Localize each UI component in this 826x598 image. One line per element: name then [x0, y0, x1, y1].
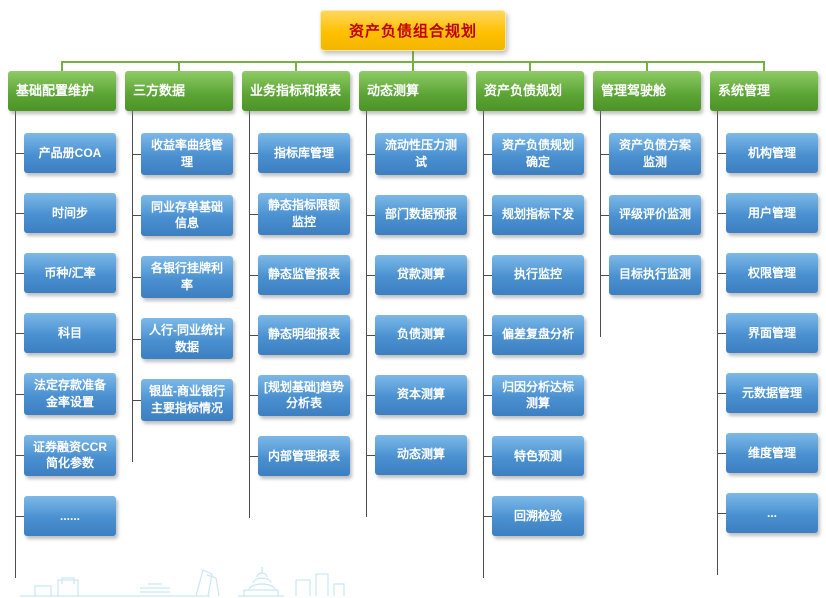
category-node: 资产负债规划 — [476, 71, 584, 111]
module-node: 部门数据预报 — [366, 194, 467, 235]
module-node: 维度管理 — [717, 433, 818, 473]
column-3: 业务指标和报表指标库管理静态指标限额监控静态监管报表静态明细报表 [规划基础]趋势… — [242, 71, 350, 518]
module-node: 指标库管理 — [249, 133, 350, 173]
column-connector-line — [717, 111, 718, 575]
module-node: 各银行挂牌利率 — [132, 256, 233, 298]
module-node: 偏差复盘分析 — [483, 314, 584, 355]
module-node: 目标执行监测 — [600, 254, 701, 295]
module-node: 产品册COA — [15, 133, 116, 173]
column-children: 资产负债方案监测评级评价监测目标执行监测 — [600, 133, 701, 295]
column-children: 指标库管理静态指标限额监控静态监管报表静态明细报表 [规划基础]趋势分析表内部管理… — [249, 133, 350, 477]
module-node: 时间步 — [15, 193, 116, 233]
module-node: 动态测算 — [366, 434, 467, 475]
module-node: 币种/汇率 — [15, 253, 116, 293]
module-node: ... — [717, 493, 818, 533]
column-5: 资产负债规划资产负债规划确定规划指标下发执行监控偏差复盘分析归因分析达标测算特色… — [476, 71, 584, 578]
column-connector-line — [15, 111, 16, 578]
column-children: 收益率曲线管理同业存单基础信息各银行挂牌利率人行-同业统计数据银监-商业银行主要… — [132, 133, 233, 421]
connector-line — [178, 61, 180, 71]
module-node: 银监-商业银行主要指标情况 — [132, 379, 233, 421]
column-children: 资产负债规划确定规划指标下发执行监控偏差复盘分析归因分析达标测算特色预测回溯检验 — [483, 133, 584, 537]
module-node: 证券融资CCR简化参数 — [15, 434, 116, 477]
column-connector-line — [600, 111, 601, 337]
module-node: 权限管理 — [717, 253, 818, 293]
module-node: 流动性压力测试 — [366, 133, 467, 175]
column-connector-line — [483, 111, 484, 578]
module-node: 人行-同业统计数据 — [132, 317, 233, 360]
category-node: 系统管理 — [710, 71, 818, 111]
category-node: 动态测算 — [359, 71, 467, 111]
connector-line — [412, 61, 414, 71]
column-6: 管理驾驶舱资产负债方案监测评级评价监测目标执行监测 — [593, 71, 701, 337]
column-connector-line — [132, 111, 133, 462]
module-node: 收益率曲线管理 — [132, 133, 233, 175]
category-node: 管理驾驶舱 — [593, 71, 701, 111]
module-node: 静态明细报表 — [249, 314, 350, 355]
module-node: ...... — [15, 496, 116, 537]
connector-line — [411, 51, 414, 63]
category-node: 业务指标和报表 — [242, 71, 350, 111]
module-node: 科目 — [15, 313, 116, 353]
column-1: 基础配置维护产品册COA 时间步币种/汇率科目法定存款准备金率设置证券融资CCR简… — [8, 71, 116, 578]
module-node: 归因分析达标测算 — [483, 374, 584, 417]
module-node: 机构管理 — [717, 133, 818, 173]
column-children: 产品册COA 时间步币种/汇率科目法定存款准备金率设置证券融资CCR简化参数...… — [15, 133, 116, 537]
column-7: 系统管理机构管理用户管理权限管理界面管理元数据管理维度管理... — [710, 71, 818, 575]
module-node: 规划指标下发 — [483, 194, 584, 235]
column-connector-line — [249, 111, 250, 518]
column-children: 机构管理用户管理权限管理界面管理元数据管理维度管理... — [717, 133, 818, 533]
connector-line — [646, 61, 648, 71]
column-4: 动态测算流动性压力测试部门数据预报贷款测算负债测算资本测算动态测算 — [359, 71, 467, 517]
chart-title: 资产负债组合规划 — [319, 10, 506, 51]
columns-container: 基础配置维护产品册COA 时间步币种/汇率科目法定存款准备金率设置证券融资CCR简… — [0, 71, 826, 578]
category-node: 基础配置维护 — [8, 71, 116, 111]
skyline-decoration — [20, 567, 345, 597]
category-node: 三方数据 — [125, 71, 233, 111]
module-node: 元数据管理 — [717, 373, 818, 413]
module-node: 法定存款准备金率设置 — [15, 373, 116, 415]
module-node: 特色预测 — [483, 436, 584, 477]
column-2: 三方数据收益率曲线管理同业存单基础信息各银行挂牌利率人行-同业统计数据银监-商业… — [125, 71, 233, 462]
connector-line — [295, 61, 297, 71]
column-connector-line — [366, 111, 367, 517]
connector-line — [529, 61, 531, 71]
module-node: 同业存单基础信息 — [132, 194, 233, 237]
module-node: 界面管理 — [717, 313, 818, 353]
module-node: 内部管理报表 — [249, 436, 350, 477]
module-node: 执行监控 — [483, 254, 584, 295]
module-node: 资产负债方案监测 — [600, 133, 701, 175]
module-node: [规划基础]趋势分析表 — [249, 374, 350, 417]
module-node: 资产负债规划确定 — [483, 133, 584, 175]
module-node: 静态指标限额监控 — [249, 193, 350, 235]
module-node: 静态监管报表 — [249, 254, 350, 295]
module-node: 评级评价监测 — [600, 194, 701, 235]
module-node: 资本测算 — [366, 374, 467, 415]
column-children: 流动性压力测试部门数据预报贷款测算负债测算资本测算动态测算 — [366, 133, 467, 475]
connector-line — [763, 61, 765, 71]
module-node: 用户管理 — [717, 193, 818, 233]
module-node: 回溯检验 — [483, 496, 584, 537]
connector-line — [61, 61, 63, 71]
module-node: 贷款测算 — [366, 254, 467, 295]
module-node: 负债测算 — [366, 314, 467, 355]
